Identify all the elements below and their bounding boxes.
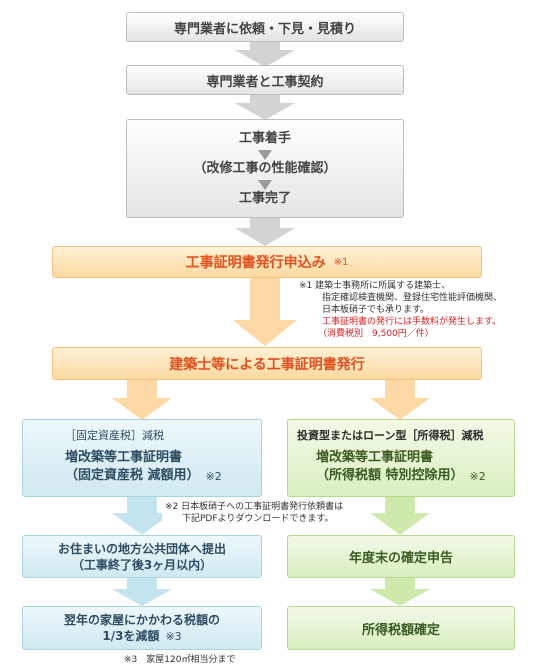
left-note-mark-3: ※3: [165, 629, 182, 643]
arrow-down-2: [235, 93, 295, 120]
note-mark-1: ※1: [333, 256, 349, 268]
arrow-down-right-2: [370, 497, 430, 535]
note-3-text: ※3 家屋120㎡相当分まで: [124, 655, 236, 665]
left-doc-subtitle: （固定資産税 減額用）: [65, 468, 200, 483]
left-submit-deadline: （工事終了後3ヶ月以内）: [71, 557, 213, 572]
step-certificate-application: 工事証明書発行申込み ※1: [52, 246, 482, 278]
left-doc-subtitle-row: （固定資産税 減額用） ※2: [65, 467, 222, 485]
note-3: ※3 家屋120㎡相当分まで: [124, 654, 235, 666]
right-tax-return-label: 年度末の確定申告: [348, 551, 453, 566]
small-arrow-down-icon: [258, 150, 272, 160]
arrow-down-left-2: [112, 497, 172, 535]
note-1: ※1 建築士事務所に所属する建築士、 指定確認検査機関、登録住宅性能評価機関、 …: [299, 280, 502, 340]
step-construction: 工事着手 （改修工事の性能確認） 工事完了: [126, 119, 404, 218]
step-contract-label: 専門業者と工事契約: [206, 74, 324, 90]
step-request-estimate-label: 専門業者に依頼・下見・見積り: [173, 21, 356, 37]
note-1-line-1: ※1 建築士事務所に所属する建築士、: [299, 281, 451, 291]
arrow-down-right-1: [370, 380, 430, 420]
right-doc-subtitle-row: （所得税額 特別控除用） ※2: [316, 467, 486, 485]
note-2: ※2 日本板硝子への工事証明書発行依頼書は 下記PDFよりダウンロードできます。: [162, 501, 347, 525]
left-reduction-label: 翌年の家屋にかかわる税額の: [63, 613, 220, 627]
step-certificate-application-label: 工事証明書発行申込み: [185, 255, 326, 271]
arrow-down-right-3: [370, 578, 430, 606]
left-header: ［固定資産税］減税: [65, 429, 164, 442]
left-reduction-box: 翌年の家屋にかかわる税額の 1/3を減額 ※3: [22, 606, 262, 650]
left-reduction-row: 1/3を減額 ※3: [102, 628, 181, 644]
step-request-estimate: 専門業者に依頼・下見・見積り: [126, 12, 404, 42]
right-tax-confirmed-label: 所得税額確定: [361, 622, 440, 638]
step-contract: 専門業者と工事契約: [126, 65, 404, 95]
arrow-down-left-3: [112, 578, 172, 606]
note-2-line-2: 下記PDFよりダウンロードできます。: [182, 514, 334, 524]
right-income-tax-box: 投資型またはローン型［所得税］減税 増改築等工事証明書 （所得税額 特別控除用）…: [287, 419, 515, 497]
right-note-mark-2: ※2: [469, 469, 486, 483]
arrow-down-4: [233, 276, 297, 346]
note-2-line-1: ※2 日本板硝子への工事証明書発行依頼書は: [165, 502, 344, 512]
left-submit-label: お住まいの地方公共団体へ提出: [57, 541, 226, 556]
left-note-mark-2: ※2: [205, 469, 222, 483]
note-1-line-2: 指定確認検査機関、登録住宅性能評価機関、: [322, 293, 503, 303]
arrow-down-3: [235, 216, 295, 246]
right-doc-title: 増改築等工事証明書: [316, 450, 434, 465]
left-property-tax-box: ［固定資産税］減税 増改築等工事証明書 （固定資産税 減額用） ※2: [22, 419, 262, 497]
arrow-down-left-1: [112, 380, 172, 420]
left-doc-title: 増改築等工事証明書: [65, 450, 183, 465]
right-doc-subtitle: （所得税額 特別控除用）: [316, 468, 464, 483]
right-header: 投資型またはローン型［所得税］減税: [297, 429, 484, 442]
left-reduction-amount: 1/3を減額: [102, 629, 160, 643]
left-submit-box: お住まいの地方公共団体へ提出 （工事終了後3ヶ月以内）: [22, 535, 262, 578]
small-arrow-down-icon: [258, 180, 272, 190]
step-construction-complete: 工事完了: [238, 191, 291, 206]
right-tax-return-box: 年度末の確定申告: [287, 535, 515, 578]
note-1-line-3: 日本板硝子でも承ります。: [322, 305, 430, 315]
right-tax-confirmed-box: 所得税額確定: [287, 606, 515, 650]
step-construction-check: （改修工事の性能確認）: [193, 161, 337, 176]
note-1-line-5: （消費税別 9,500円／件）: [318, 329, 434, 339]
note-1-line-4: 工事証明書の発行には手数料が発生します。: [322, 317, 502, 327]
step-certificate-issued-label: 建築士等による工事証明書発行: [169, 356, 365, 373]
step-certificate-issued: 建築士等による工事証明書発行: [52, 347, 482, 380]
arrow-down-1: [235, 40, 295, 67]
step-construction-start: 工事着手: [238, 131, 291, 146]
